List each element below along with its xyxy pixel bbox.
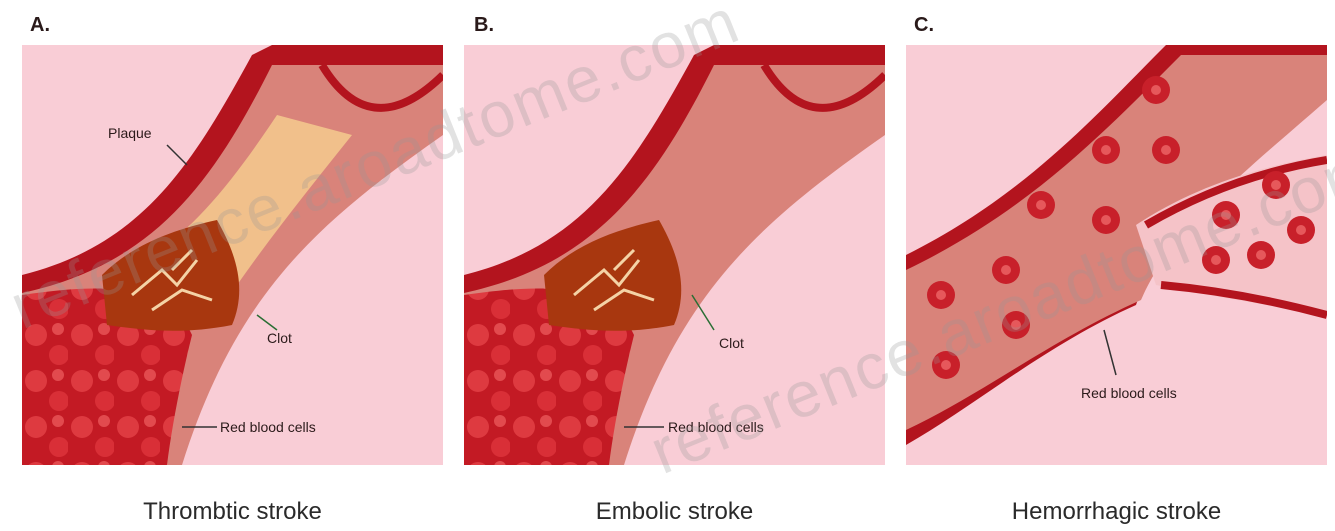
panel-c-hemorrhagic: Red blood cells — [906, 45, 1327, 465]
label-rbc-c: Red blood cells — [1081, 385, 1177, 401]
panel-a-thrombotic: Plaque Clot Red blood cells — [22, 45, 443, 465]
label-clot-b: Clot — [719, 335, 744, 351]
caption-embolic: Embolic stroke — [464, 498, 885, 526]
label-rbc-b: Red blood cells — [668, 419, 764, 435]
hemorrhagic-illustration — [906, 45, 1327, 465]
label-plaque: Plaque — [108, 125, 152, 141]
embolic-illustration — [464, 45, 885, 465]
label-rbc-a: Red blood cells — [220, 419, 316, 435]
panel-a-letter: A. — [30, 14, 50, 37]
thrombotic-illustration — [22, 45, 443, 465]
panel-b-embolic: Clot Red blood cells — [464, 45, 885, 465]
label-clot-a: Clot — [267, 330, 292, 346]
caption-hemorrhagic: Hemorrhagic stroke — [906, 498, 1327, 526]
panel-c-letter: C. — [914, 14, 934, 37]
panel-b-letter: B. — [474, 14, 494, 37]
caption-thrombotic: Thrombtic stroke — [22, 498, 443, 526]
